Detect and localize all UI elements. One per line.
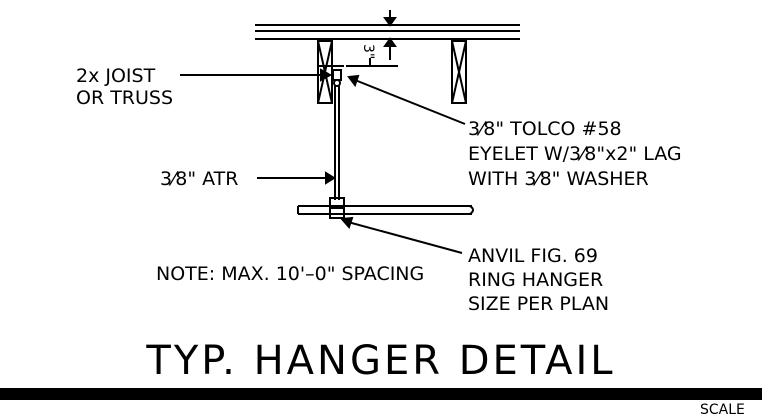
leader-anvil — [339, 216, 463, 254]
anvil-label-line1: ANVIL FIG. 69 — [468, 245, 598, 267]
atr-label: 3⁄8" ATR — [160, 168, 238, 190]
ring-hanger — [329, 197, 345, 219]
joist-label-line1: 2x JOIST — [76, 65, 156, 87]
eyelet-label-line1: 3⁄8" TOLCO #58 — [468, 118, 622, 140]
anvil-label-line3: SIZE PER PLAN — [468, 293, 609, 315]
dimension-label: 3" — [360, 44, 376, 59]
leader-joist — [180, 68, 333, 82]
leader-eyelet — [347, 74, 466, 125]
joist-right — [451, 40, 467, 104]
eyelet-label-line3: WITH 3⁄8" WASHER — [468, 168, 649, 190]
leader-atr — [257, 171, 336, 185]
deck-lines — [255, 24, 520, 40]
joist-label-line2: OR TRUSS — [76, 87, 173, 109]
eyelet-lag — [318, 65, 344, 87]
spacing-note: NOTE: MAX. 10'–0" SPACING — [156, 263, 424, 285]
title-bar — [0, 388, 762, 400]
threaded-rod — [334, 86, 340, 200]
eyelet-label-line2: EYELET W/3⁄8"x2" LAG — [468, 143, 682, 165]
detail-title: TYP. HANGER DETAIL — [145, 338, 615, 384]
pipe — [297, 205, 474, 215]
scale-label: SCALE — [700, 402, 745, 416]
anvil-label-line2: RING HANGER — [468, 269, 603, 291]
dimension-marker — [346, 10, 398, 67]
